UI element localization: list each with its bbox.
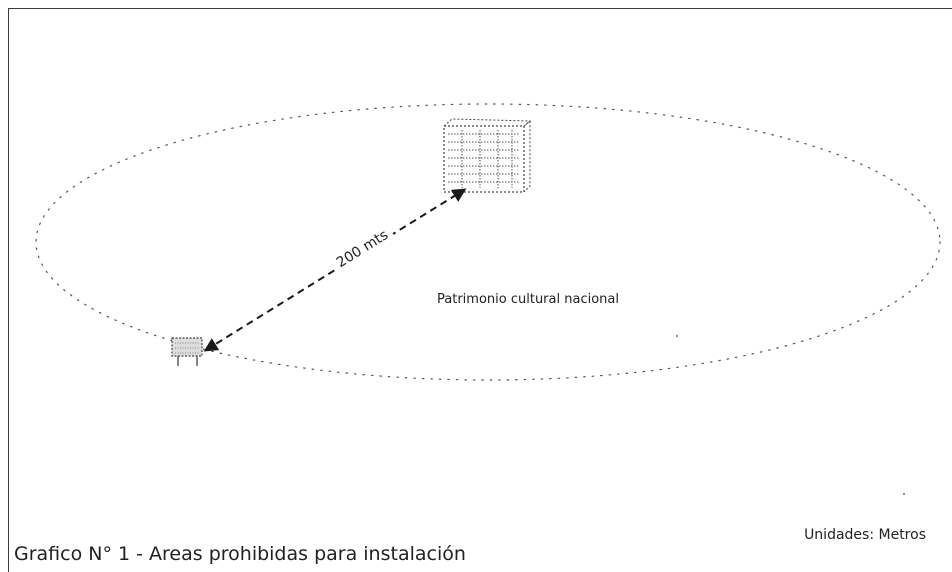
distance-label: 200 mts xyxy=(334,227,391,271)
installation-sign-icon xyxy=(171,337,203,366)
figure-caption: Grafico N° 1 - Areas prohibidas para ins… xyxy=(14,543,466,565)
heritage-building-icon xyxy=(443,118,532,193)
distance-arrow xyxy=(203,188,467,352)
scan-speck xyxy=(903,493,905,495)
scan-speck xyxy=(676,335,678,337)
protected-area-label: Patrimonio cultural nacional xyxy=(437,292,619,307)
protected-area-boundary xyxy=(35,103,941,381)
figure-frame xyxy=(8,8,952,572)
units-note: Unidades: Metros xyxy=(804,527,926,543)
